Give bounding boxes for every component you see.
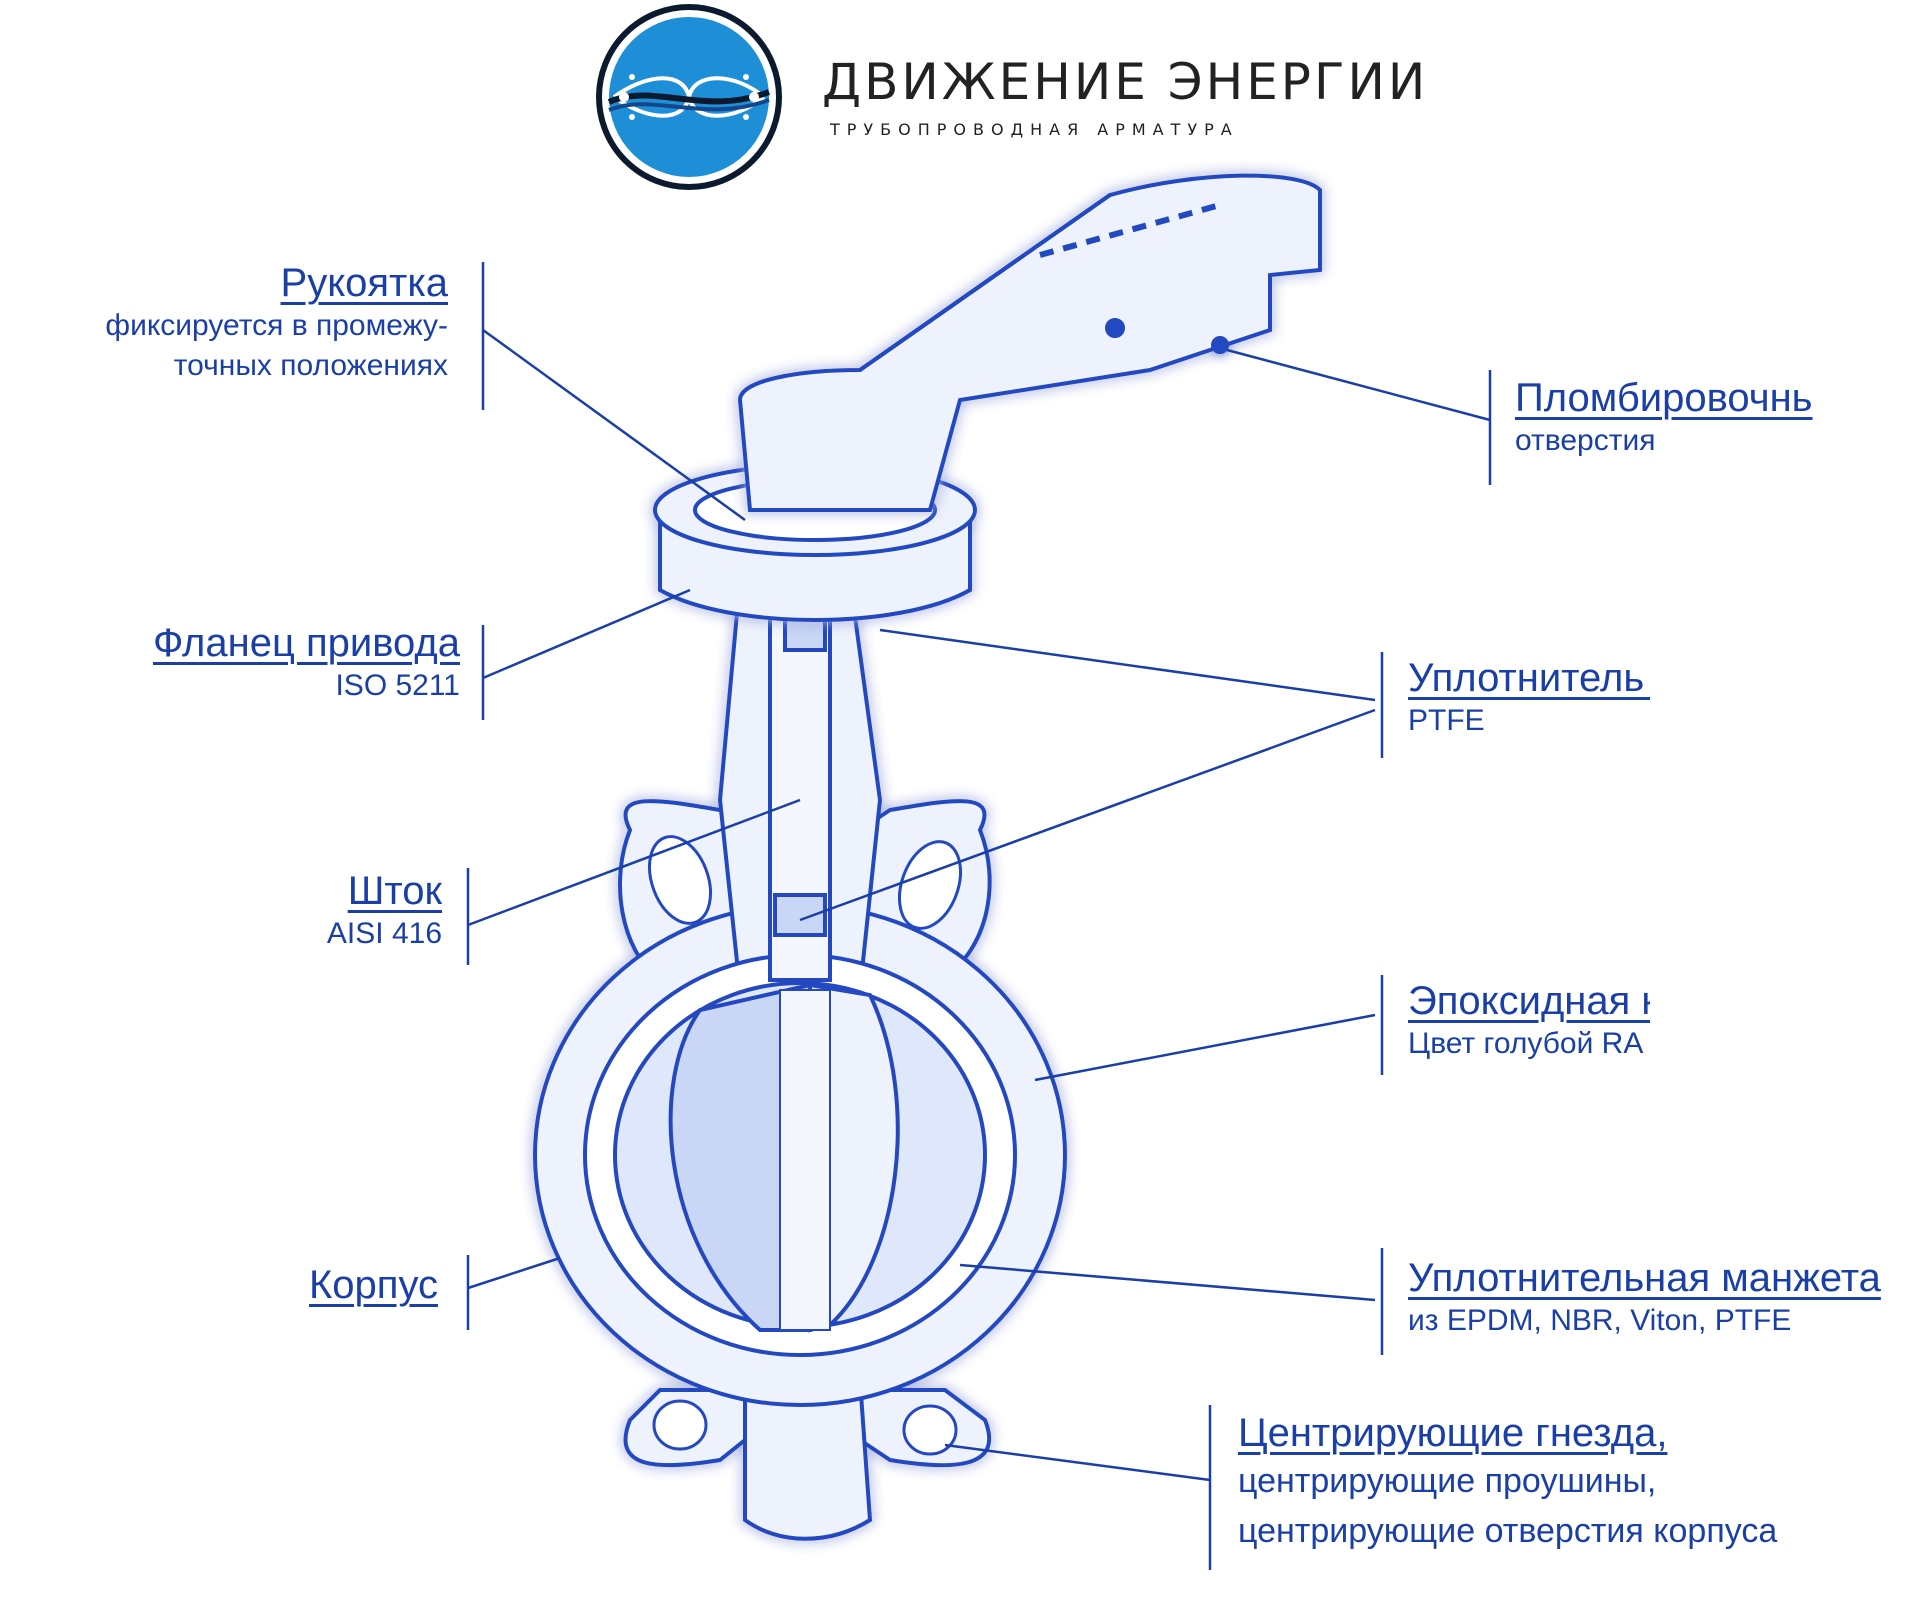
label-bars <box>466 262 1492 1570</box>
label-body: Корпус <box>309 1262 438 1308</box>
lug-holes <box>648 835 962 1456</box>
label-stem-seal: Уплотнитель ш PTFE <box>1408 655 1650 755</box>
handle-shape <box>737 173 1322 512</box>
label-actuator-flange-line-1: ISO 5211 <box>335 669 460 702</box>
label-handle-line-2: точных положениях <box>173 349 448 382</box>
label-centering-title: Центрирующие гнезда, <box>1238 1411 1668 1455</box>
label-epoxy: Эпоксидная кр Цвет голубой RA <box>1408 978 1650 1078</box>
brand-subtitle: ТРУБОПРОВОДНАЯ АРМАТУРА <box>830 120 1239 139</box>
label-stem: Шток AISI 416 <box>327 868 442 954</box>
brand-name: ДВИЖЕНИЕ ЭНЕРГИИ <box>822 53 1429 111</box>
label-liner: Уплотнительная манжета из EPDM, NBR, Vit… <box>1408 1255 1881 1341</box>
label-epoxy-title: Эпоксидная кр <box>1408 979 1650 1023</box>
label-seal-hole: Пломбировочнь отверстия <box>1515 375 1818 470</box>
brand: ДВИЖЕНИЕ ЭНЕРГИИ ТРУБОПРОВОДНАЯ АРМАТУРА <box>822 52 1428 142</box>
label-stem-line-1: AISI 416 <box>326 917 442 950</box>
label-seal-hole-title: Пломбировочнь <box>1515 376 1813 420</box>
label-handle: Рукоятка фиксируется в промежу- точных п… <box>105 260 448 386</box>
label-stem-seal-title: Уплотнитель ш <box>1408 656 1650 700</box>
label-actuator-flange: Фланец привода ISO 5211 <box>153 620 460 706</box>
label-centering: Центрирующие гнезда, центрирующие проуши… <box>1238 1410 1777 1556</box>
stem-shape <box>768 588 832 982</box>
label-handle-title: Рукоятка <box>280 261 448 305</box>
label-actuator-flange-title: Фланец привода <box>152 621 460 665</box>
label-stem-seal-line-1: PTFE <box>1408 704 1485 737</box>
label-seal-hole-line-1: отверстия <box>1515 424 1656 457</box>
label-stem-title: Шток <box>347 869 442 913</box>
label-handle-line-1: фиксируется в промежу- <box>105 309 448 342</box>
label-body-title: Корпус <box>308 1263 438 1307</box>
brand-logo-icon <box>596 4 782 190</box>
label-centering-line-1: центрирующие проушины, <box>1238 1462 1657 1500</box>
label-liner-title: Уплотнительная манжета <box>1408 1256 1881 1300</box>
leader-lines <box>467 328 1491 1482</box>
label-liner-line-1: из EPDM, NBR, Viton, PTFE <box>1408 1304 1792 1337</box>
label-centering-line-2: центрирующие отверстия корпуса <box>1238 1512 1778 1550</box>
label-epoxy-line-1: Цвет голубой RA <box>1408 1027 1644 1060</box>
